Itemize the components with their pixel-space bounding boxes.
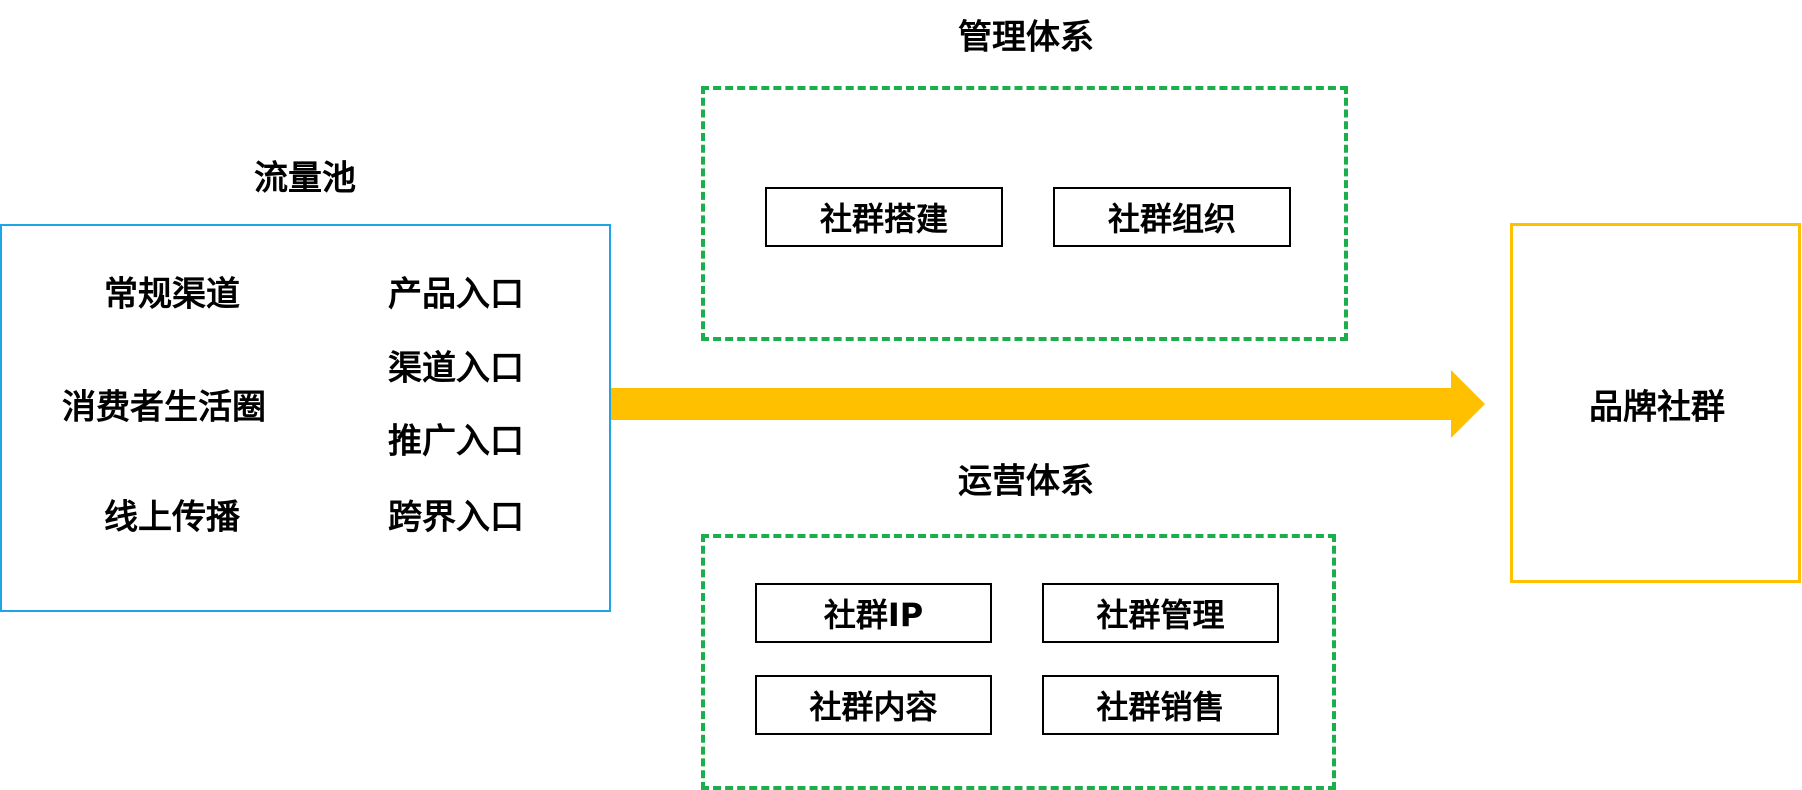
brand-community-box: [1510, 223, 1801, 583]
operation-system-title: 运营体系: [958, 461, 1094, 502]
operation-system-box: [701, 534, 1336, 790]
pool-entry: 产品入口: [388, 274, 524, 315]
pool-item: 线上传播: [104, 497, 240, 538]
operation-item: 社群IP: [755, 583, 992, 643]
operation-item: 社群管理: [1042, 583, 1279, 643]
pool-entry: 渠道入口: [388, 348, 524, 389]
management-item: 社群搭建: [765, 187, 1003, 247]
traffic-pool-title: 流量池: [254, 158, 356, 199]
management-system-box: [701, 86, 1348, 341]
operation-item: 社群内容: [755, 675, 992, 735]
pool-item: 消费者生活圈: [62, 387, 266, 428]
pool-entry: 跨界入口: [388, 497, 524, 538]
management-system-title: 管理体系: [958, 17, 1094, 58]
operation-item: 社群销售: [1042, 675, 1279, 735]
pool-entry: 推广入口: [388, 421, 524, 462]
traffic-pool-box: [0, 224, 611, 612]
brand-community-label: 品牌社群: [1589, 387, 1725, 428]
management-item: 社群组织: [1053, 187, 1291, 247]
pool-item: 常规渠道: [104, 274, 240, 315]
